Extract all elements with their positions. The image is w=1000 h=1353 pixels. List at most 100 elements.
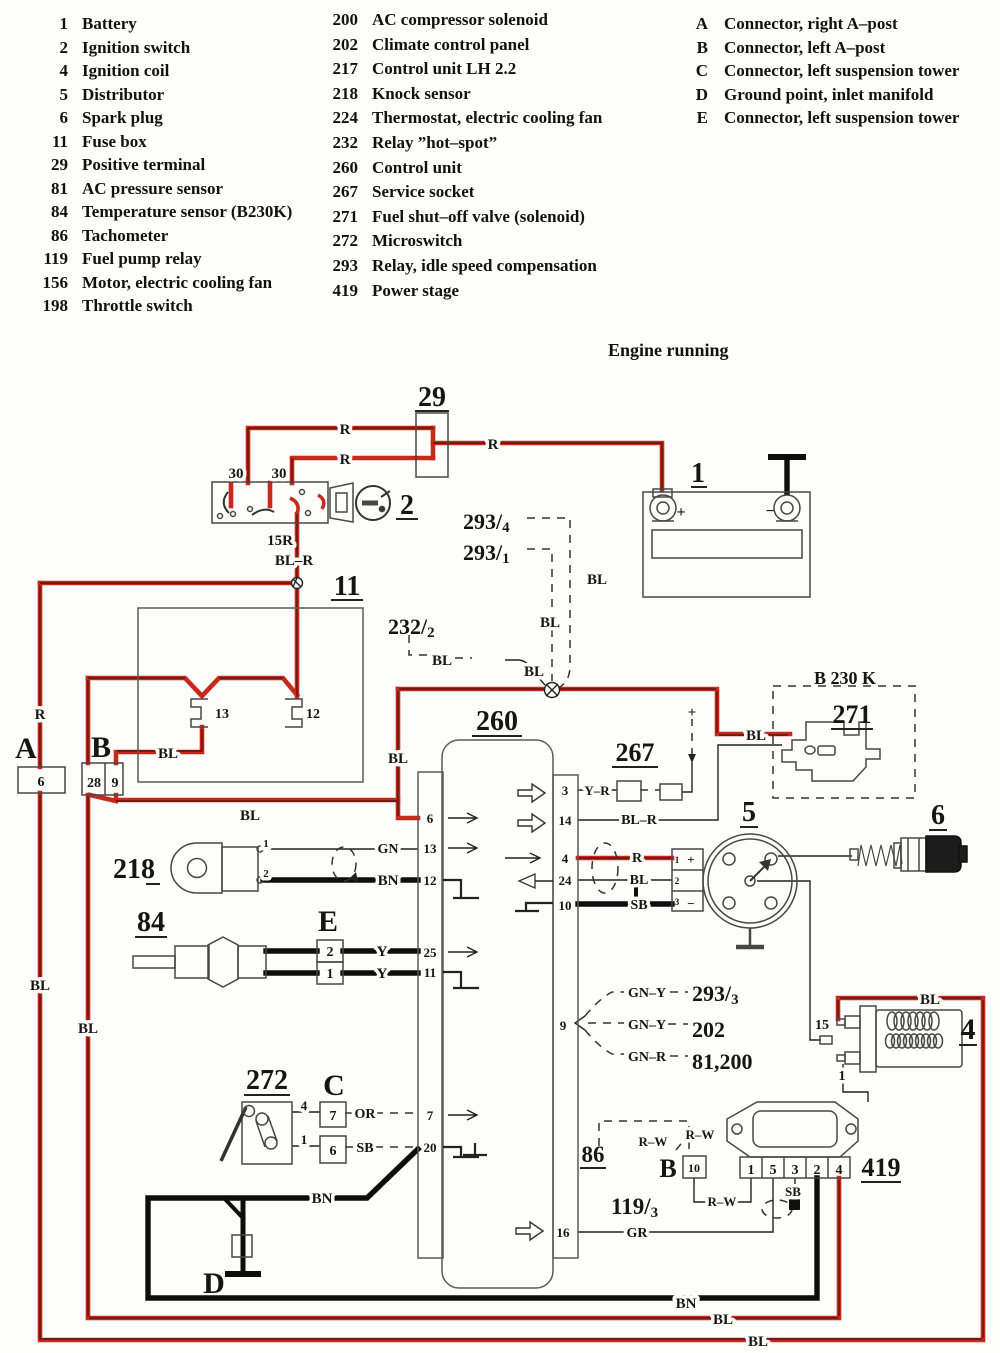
- legend-label: Power stage: [372, 280, 460, 300]
- pin-20: 20: [424, 1140, 437, 1155]
- pin-12: 12: [424, 873, 437, 888]
- distributor-shape: [671, 833, 798, 950]
- fuse-12: 12: [306, 707, 320, 722]
- label-232-2: 232/2: [388, 614, 435, 641]
- dist-pin-1: 1: [675, 855, 680, 865]
- battery-minus: −: [765, 503, 774, 520]
- control-unit-shape: [417, 739, 579, 1289]
- legend-label: Relay ”hot–spot”: [372, 132, 498, 152]
- label-6: 6: [931, 800, 945, 831]
- label-293-3: 293/3: [692, 981, 739, 1008]
- legend-num: 224: [332, 108, 359, 128]
- legend-num: 202: [332, 34, 359, 54]
- legend-num: 119: [43, 249, 68, 268]
- wire-label-r: R: [340, 422, 351, 438]
- temp-sensor-shape: [132, 936, 267, 988]
- ground-point-d-box: [231, 1234, 253, 1258]
- red-wires: [37, 425, 986, 1343]
- label-c: C: [323, 1069, 345, 1102]
- legend-num: 217: [332, 59, 359, 79]
- plus-sign: +: [688, 705, 697, 721]
- wire-label-bl: BL: [587, 572, 607, 588]
- conn-b-pin-9: 9: [112, 776, 119, 791]
- microswitch-shape: [219, 1101, 293, 1165]
- red-wire-core-lines: [39, 427, 984, 1340]
- legend-num: B: [696, 37, 708, 57]
- legend-label: Fuel pump relay: [82, 249, 202, 268]
- legend-label: Connector, right A–post: [724, 14, 898, 33]
- conn-b-pin-28: 28: [87, 776, 101, 791]
- legend-label: Control unit LH 2.2: [372, 59, 517, 79]
- legend-num: 267: [332, 182, 359, 202]
- legend-label: Climate control panel: [372, 34, 530, 54]
- legend-num: 81: [51, 178, 68, 198]
- wire-label-gn-y: GN–Y: [628, 986, 666, 1001]
- wire-label-r: R: [35, 707, 46, 723]
- label-84: 84: [137, 907, 165, 938]
- ms-pin-1: 1: [301, 1132, 308, 1147]
- label-419: 419: [862, 1153, 901, 1182]
- connector-c-box: [319, 1101, 347, 1164]
- signal-wires: [263, 659, 869, 1233]
- ps-pin-4: 4: [836, 1163, 843, 1178]
- label-271: 271: [833, 700, 872, 729]
- wire-label-sb: SB: [630, 898, 647, 913]
- terminal-15r: 15R: [267, 533, 293, 549]
- legend-label: Distributor: [82, 84, 165, 104]
- dist-plus: +: [687, 852, 694, 867]
- pin-9: 9: [560, 1018, 567, 1033]
- knock-sensor-shape: [170, 842, 358, 894]
- legend-label: Fuse box: [82, 131, 147, 151]
- wire-label-r: R: [488, 437, 499, 453]
- ps-pin-1: 1: [748, 1163, 755, 1178]
- label-d: D: [203, 1267, 225, 1300]
- label-11: 11: [334, 571, 360, 602]
- wire-label-bl: BL: [630, 873, 649, 888]
- label-218: 218: [113, 854, 155, 885]
- label-1: 1: [691, 458, 705, 489]
- legend-row: 419 Power stage: [296, 281, 602, 306]
- ks-pin-1: 1: [263, 838, 269, 850]
- label-29: 29: [418, 382, 446, 413]
- legend-num: C: [695, 61, 708, 81]
- legend-num: 419: [332, 280, 359, 300]
- diagram-labels: 29 2 1 11 260 267 271 B 230 K 5 6 218 84…: [15, 382, 977, 1353]
- legend-label: Tachometer: [82, 225, 169, 245]
- conn-a-pin-6: 6: [38, 775, 45, 790]
- black-wires: [145, 454, 820, 1301]
- legend-label: Spark plug: [82, 108, 163, 127]
- wire-label-bl: BL: [30, 978, 50, 994]
- legend-label: Connector, left A–post: [724, 37, 886, 57]
- conn-e-pin-1: 1: [327, 967, 334, 982]
- legend-row: 217 Control unit LH 2.2: [296, 59, 602, 84]
- dist-pin-2: 2: [675, 876, 680, 886]
- legend-num: 156: [42, 272, 69, 292]
- label-4: 4: [961, 1013, 976, 1046]
- legend-label: Temperature sensor (B230K): [82, 202, 293, 221]
- legend-row: 81 AC pressure sensor: [16, 179, 292, 203]
- label-202: 202: [692, 1017, 725, 1042]
- battery-shape: [642, 488, 811, 598]
- terminal-30: 30: [272, 466, 287, 482]
- conn-c-pin-7: 7: [330, 1109, 337, 1124]
- legend-label: AC pressure sensor: [82, 178, 224, 198]
- ps-pin-5: 5: [770, 1163, 777, 1178]
- wire-label-y-r: Y–R: [584, 783, 610, 798]
- legend-num: 271: [332, 206, 359, 226]
- ignition-coil-shape: [819, 1005, 963, 1073]
- wire-label-bl-r: BL–R: [275, 553, 314, 569]
- legend-row: B Connector, left A–post: [688, 38, 959, 62]
